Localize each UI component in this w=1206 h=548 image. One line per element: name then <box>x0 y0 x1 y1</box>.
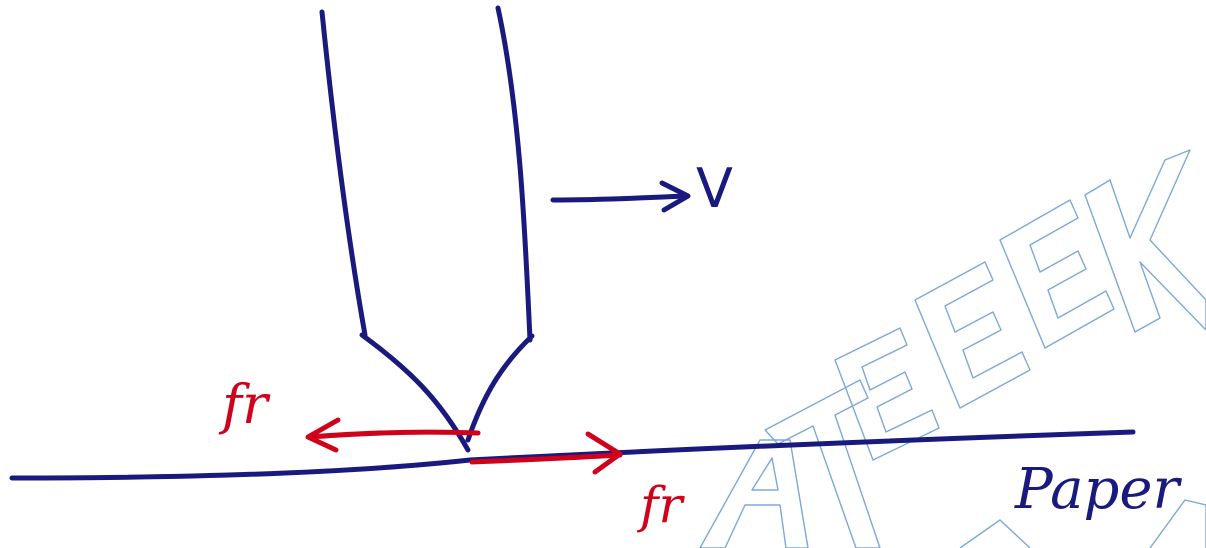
friction-pen-arrow-shaft <box>307 429 481 440</box>
watermark-letter-k <box>1084 149 1206 333</box>
watermark-letter-t <box>764 379 881 548</box>
watermark-letter-a <box>699 439 809 548</box>
velocity-arrow-head <box>659 180 691 213</box>
velocity-arrow-shaft <box>550 193 688 203</box>
watermark-letter-e2 <box>914 261 1031 409</box>
watermark-fragment <box>1149 499 1206 548</box>
friction-label-paper: fr <box>640 476 683 534</box>
paper-surface-line <box>9 429 1136 481</box>
friction-pen-arrow-head <box>305 417 341 453</box>
velocity-label: V <box>696 157 733 220</box>
pen-left-edge <box>319 9 368 338</box>
watermark-letter-e3 <box>999 199 1115 349</box>
watermark-fragment-2 <box>959 519 1031 548</box>
paper-label: Paper <box>1015 457 1180 522</box>
friction-label-pen: fr <box>222 373 268 436</box>
pen-tip-right <box>465 333 535 443</box>
watermark-letter-e1 <box>834 327 940 461</box>
friction-paper-arrow-shaft <box>469 452 623 465</box>
pen-right-edge <box>495 5 533 343</box>
friction-paper-arrow-head <box>585 431 623 475</box>
